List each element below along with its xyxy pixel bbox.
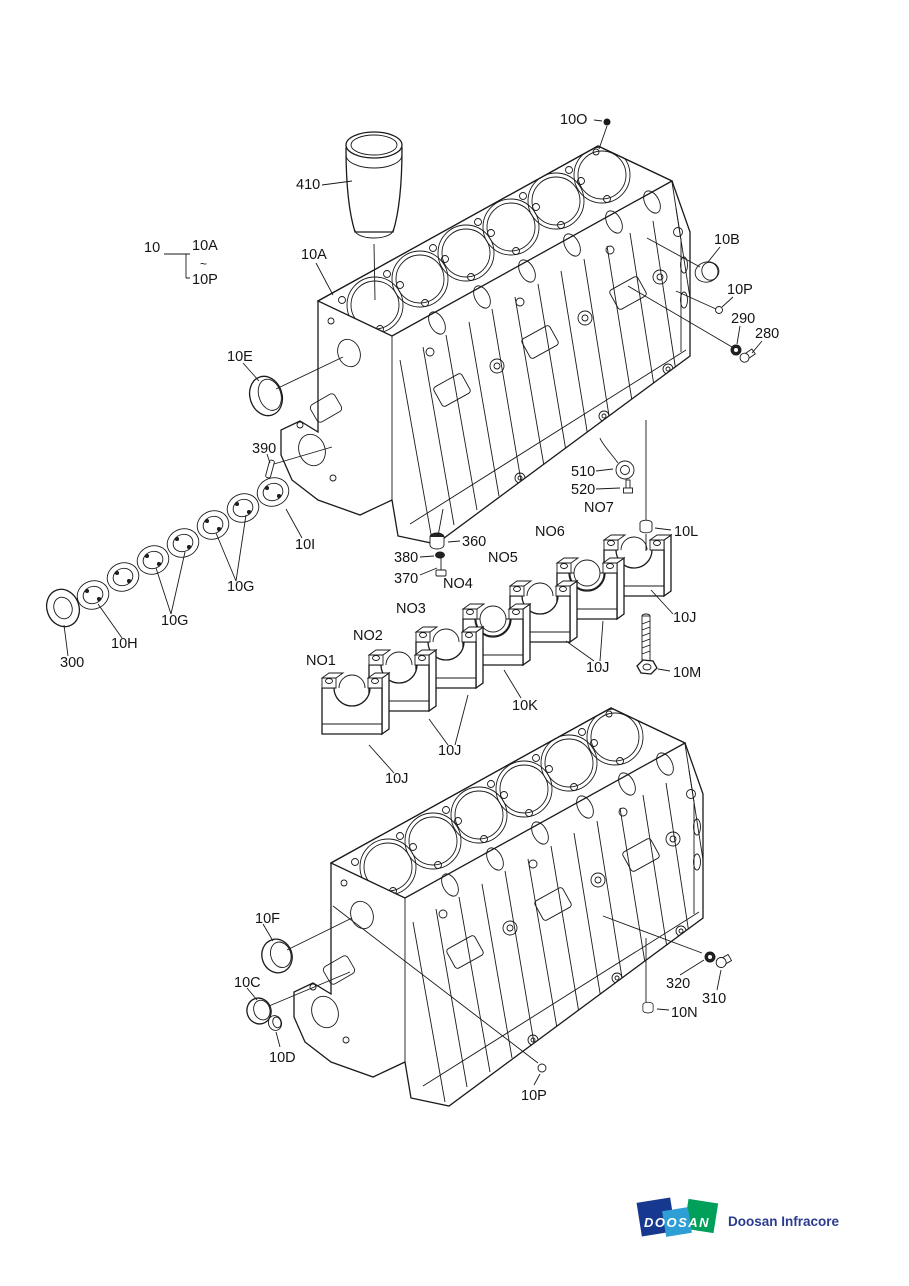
label-10n: 10N (671, 1005, 698, 1021)
label-10i: 10I (295, 537, 315, 553)
engine-block-lower (294, 708, 713, 1106)
dowel-pin-390 (265, 459, 275, 479)
bearing-shells (72, 472, 294, 615)
label-10j-no56: 10J (586, 660, 609, 676)
logo-square-green (683, 1198, 719, 1234)
label-range-tilde: ~ (200, 257, 207, 271)
label-10f: 10F (255, 911, 280, 927)
washer-320 (704, 951, 716, 963)
label-10c: 10C (234, 975, 261, 991)
plug-10c (246, 997, 272, 1025)
label-10j-no7: 10J (673, 610, 696, 626)
label-290: 290 (731, 311, 755, 327)
bolt-370 (435, 557, 447, 577)
label-10j-no23: 10J (438, 743, 461, 759)
label-no6: NO6 (535, 524, 565, 540)
label-10l: 10L (674, 524, 698, 540)
label-no7: NO7 (584, 500, 614, 516)
label-300: 300 (60, 655, 84, 671)
label-510: 510 (571, 464, 595, 480)
plug-10f (261, 938, 293, 974)
label-10a: 10A (301, 247, 327, 263)
label-10d: 10D (269, 1050, 296, 1066)
part-labels: 10O 410 10 10A ~ 10P 10A 10B 10P 290 280… (60, 112, 779, 1104)
oring-10p-upper (715, 306, 723, 314)
doosan-logo: DOOSAN Doosan Infracore (636, 1197, 840, 1237)
label-280: 280 (755, 326, 779, 342)
label-10p-bottom: 10P (521, 1088, 547, 1104)
label-10p-range-bottom: 10P (192, 272, 218, 288)
washer-290 (730, 344, 742, 356)
plug-10n (642, 1001, 654, 1014)
label-10o: 10O (560, 112, 587, 128)
label-10p-upper: 10P (727, 282, 753, 298)
bolt-520 (623, 479, 633, 494)
logo-company-name: Doosan Infracore (728, 1214, 840, 1229)
label-no2: NO2 (353, 628, 383, 644)
label-10k: 10K (512, 698, 538, 714)
label-no1: NO1 (306, 653, 336, 669)
cup-plug-10b (692, 258, 722, 286)
label-390: 390 (252, 441, 276, 457)
engine-block-upper (281, 146, 700, 544)
label-10g-right: 10G (227, 579, 254, 595)
label-410: 410 (296, 177, 320, 193)
logo-square-sky (662, 1207, 692, 1237)
label-no5: NO5 (488, 550, 518, 566)
label-360: 360 (462, 534, 486, 550)
cap-10l (639, 519, 653, 534)
oil-jet-510 (599, 437, 635, 480)
label-10h: 10H (111, 636, 138, 652)
bolt-10m (636, 613, 658, 675)
label-310: 310 (702, 991, 726, 1007)
label-no3: NO3 (396, 601, 426, 617)
label-380: 380 (394, 550, 418, 566)
washer-380 (435, 551, 445, 559)
oring-10p-bottom (537, 1063, 547, 1073)
plug-10o (603, 118, 611, 126)
label-370: 370 (394, 571, 418, 587)
label-10m: 10M (673, 665, 701, 681)
plug-10d (267, 1015, 283, 1031)
leader-lines (63, 119, 763, 1086)
label-10: 10 (144, 240, 160, 256)
bolt-310 (715, 953, 733, 968)
crank-seal-300 (45, 588, 81, 628)
label-520: 520 (571, 482, 595, 498)
cylinder-liner (345, 131, 403, 301)
label-10j-no1: 10J (385, 771, 408, 787)
label-10e: 10E (227, 349, 253, 365)
label-no4: NO4 (443, 576, 473, 592)
label-10g-left: 10G (161, 613, 188, 629)
logo-wordmark: DOOSAN (644, 1215, 710, 1230)
label-320: 320 (666, 976, 690, 992)
bolt-280 (739, 348, 756, 363)
label-10b: 10B (714, 232, 740, 248)
label-10a-range-top: 10A (192, 238, 218, 254)
plug-10e (248, 375, 284, 417)
nozzle-360 (429, 532, 445, 550)
